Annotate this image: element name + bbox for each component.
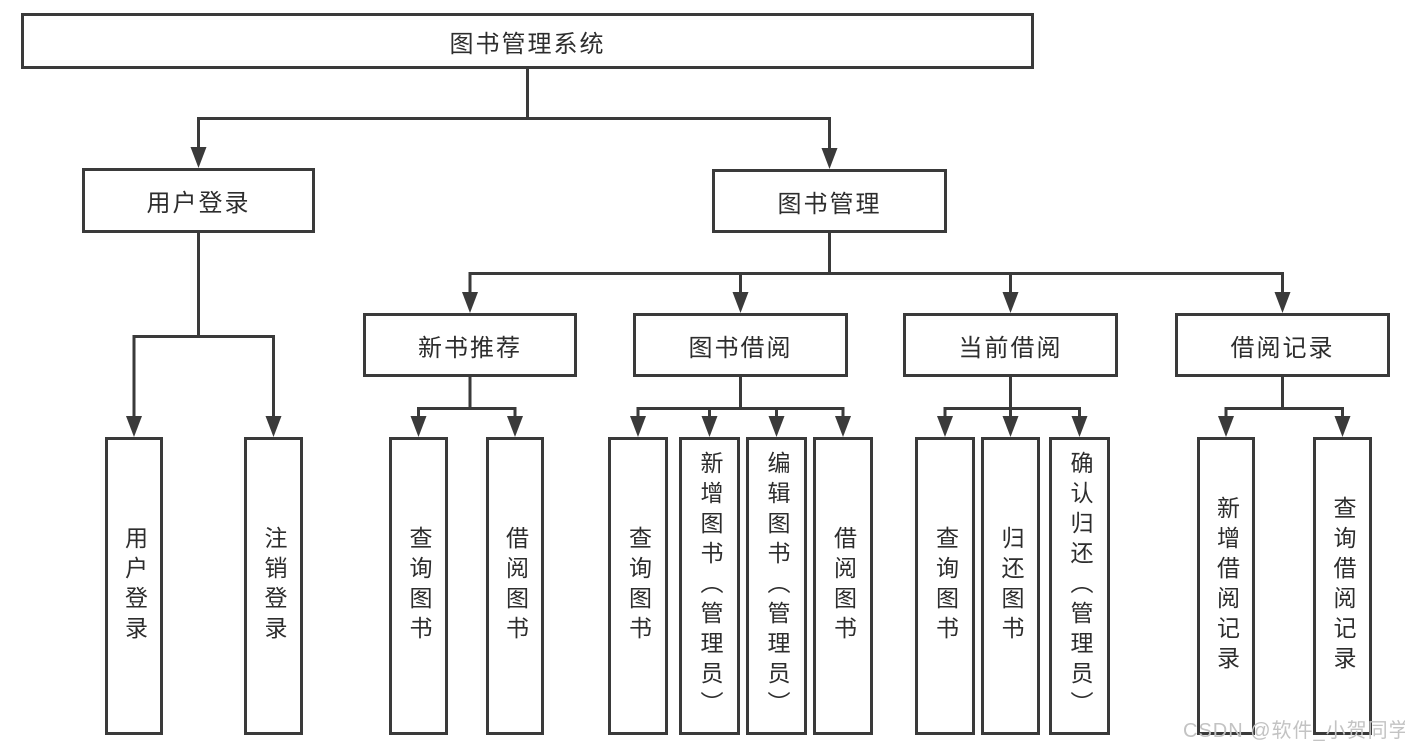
leaf-query-borrow-record: 查询借阅记录 — [1313, 437, 1372, 735]
leaf-borrow-books-borrowing: 借阅图书 — [813, 437, 873, 735]
arrowhead-icon — [507, 416, 523, 437]
watermark: CSDN @软件_小贺同学 — [1183, 720, 1405, 742]
arrowhead-icon — [410, 416, 427, 437]
arrowhead-icon — [190, 147, 207, 168]
arrowhead-icon — [821, 148, 838, 169]
leaf-logout: 注销登录 — [244, 437, 303, 735]
arrowhead-icon — [732, 292, 749, 313]
arrowhead-icon — [1002, 416, 1019, 437]
arrowhead-icon — [937, 416, 953, 437]
node-user-login: 用户登录 — [82, 168, 315, 233]
leaf-add-books-admin: 新增图书（管理员） — [679, 437, 740, 735]
leaf-query-books-recommend: 查询图书 — [389, 437, 448, 735]
leaf-borrow-books-recommend: 借阅图书 — [486, 437, 544, 735]
leaf-add-borrow-record: 新增借阅记录 — [1197, 437, 1255, 735]
arrowhead-icon — [1071, 416, 1088, 437]
arrowhead-icon — [701, 416, 718, 437]
leaf-return-books: 归还图书 — [981, 437, 1040, 735]
node-book-borrowing: 图书借阅 — [633, 313, 848, 377]
node-current-borrowing: 当前借阅 — [903, 313, 1118, 377]
arrowhead-icon — [462, 292, 478, 313]
arrowhead-icon — [630, 416, 646, 437]
arrowhead-icon — [1002, 292, 1019, 313]
arrowhead-icon — [768, 416, 785, 437]
leaf-query-books-current: 查询图书 — [915, 437, 975, 735]
node-book-management: 图书管理 — [712, 169, 947, 233]
arrowhead-icon — [835, 416, 851, 437]
leaf-confirm-return-admin: 确认归还（管理员） — [1049, 437, 1110, 735]
arrowhead-icon — [126, 416, 142, 437]
leaf-edit-books-admin: 编辑图书（管理员） — [746, 437, 807, 735]
node-library-management-system: 图书管理系统 — [21, 13, 1034, 69]
leaf-user-login: 用户登录 — [105, 437, 163, 735]
arrowhead-icon — [1218, 416, 1234, 437]
arrowhead-icon — [1334, 416, 1351, 437]
arrowhead-icon — [265, 416, 282, 437]
node-borrowing-records: 借阅记录 — [1175, 313, 1390, 377]
leaf-query-books-borrowing: 查询图书 — [608, 437, 668, 735]
node-new-book-recommend: 新书推荐 — [363, 313, 577, 377]
arrowhead-icon — [1274, 292, 1291, 313]
